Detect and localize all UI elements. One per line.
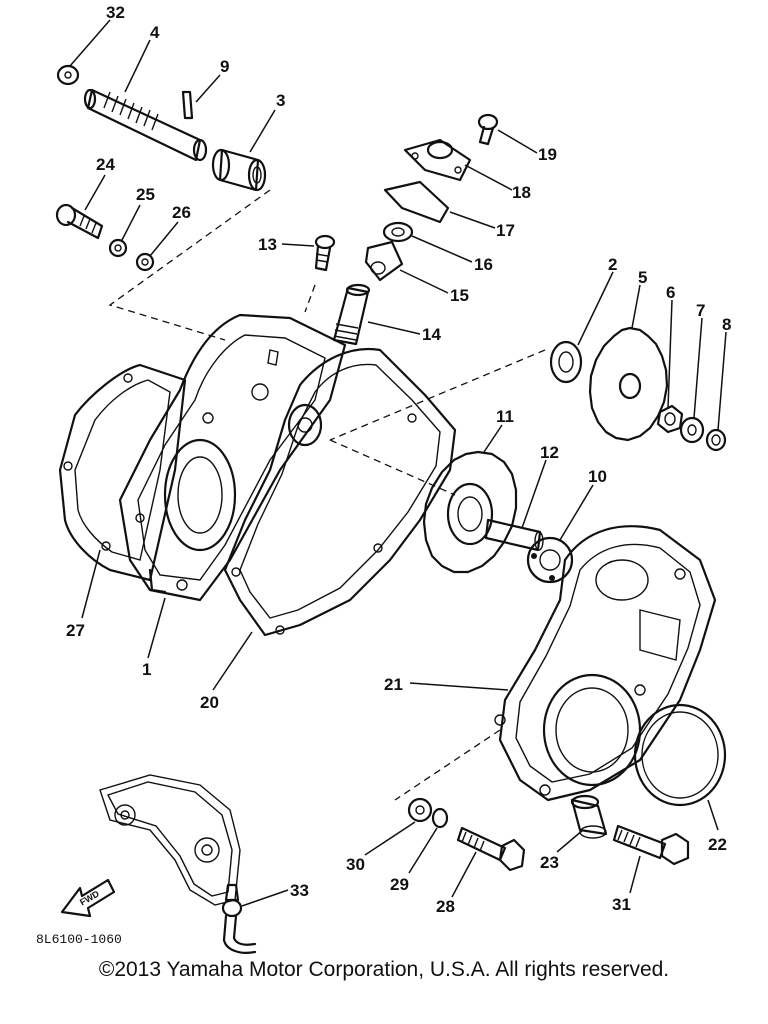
part-housing-inset	[99, 774, 241, 906]
part-gear-case-1	[118, 313, 347, 602]
part-cover-plate-18	[403, 138, 472, 182]
part-bearing-2	[549, 340, 583, 384]
part-lock-washer-8	[705, 428, 727, 452]
callout-5: 5	[638, 268, 647, 287]
part-washer-30	[407, 797, 433, 823]
callout-labels: 32 4 9 3 24 25 26 13 19 18 17 16 15 14 2…	[36, 3, 731, 947]
fwd-arrow-icon: FWD	[60, 878, 116, 918]
part-cover-21	[494, 525, 717, 802]
callout-7: 7	[696, 301, 705, 320]
callout-17: 17	[496, 221, 515, 240]
callout-9: 9	[220, 57, 229, 76]
part-pin-9	[181, 90, 194, 120]
callout-4: 4	[150, 23, 160, 42]
callout-10: 10	[588, 467, 607, 486]
part-bushing-15	[364, 240, 404, 282]
callout-28: 28	[436, 897, 455, 916]
part-gear-11	[422, 450, 518, 574]
reference-code: 8L6100-1060	[36, 932, 122, 947]
callout-27: 27	[66, 621, 85, 640]
part-gasket-27	[58, 363, 187, 582]
callout-19: 19	[538, 145, 557, 164]
part-fitting-33	[221, 883, 257, 954]
callout-26: 26	[172, 203, 191, 222]
callout-16: 16	[474, 255, 493, 274]
callout-12: 12	[540, 443, 559, 462]
part-collar-23	[570, 794, 608, 839]
callout-2: 2	[608, 255, 617, 274]
callout-14: 14	[422, 325, 441, 344]
callout-31: 31	[612, 895, 631, 914]
leader-lines	[69, 19, 727, 907]
part-bolt-31	[612, 824, 690, 866]
part-gasket-20	[223, 347, 457, 637]
part-gear-5	[588, 326, 669, 442]
part-driven-shaft-14	[332, 283, 371, 346]
callout-1: 1	[142, 660, 151, 679]
callout-18: 18	[512, 183, 531, 202]
part-lock-washer-29	[431, 807, 449, 829]
part-washer-7	[679, 416, 705, 444]
part-oil-seal-16	[382, 221, 414, 243]
part-o-ring-22	[633, 703, 727, 807]
callout-24: 24	[96, 155, 115, 174]
part-nut-6	[656, 404, 684, 434]
callout-15: 15	[450, 286, 469, 305]
callout-30: 30	[346, 855, 365, 874]
callout-8: 8	[722, 315, 731, 334]
callout-25: 25	[136, 185, 155, 204]
part-washer-26	[135, 252, 155, 272]
callout-11: 11	[496, 407, 514, 426]
part-bolt-24	[55, 203, 104, 240]
part-gasket-17	[383, 180, 450, 224]
part-washer-25	[108, 238, 128, 258]
callout-21: 21	[384, 675, 403, 694]
callout-23: 23	[540, 853, 559, 872]
copyright-notice: ©2013 Yamaha Motor Corporation, U.S.A. A…	[98, 958, 670, 981]
callout-13: 13	[258, 235, 277, 254]
part-bushing-3	[211, 148, 267, 192]
callout-20: 20	[200, 693, 219, 712]
part-screw-19	[477, 113, 499, 146]
part-screw-13	[314, 234, 336, 272]
callout-6: 6	[666, 283, 675, 302]
callout-29: 29	[390, 875, 409, 894]
callout-3: 3	[276, 91, 285, 110]
part-bolt-28	[456, 826, 526, 872]
callout-33: 33	[290, 881, 309, 900]
part-worm-shaft-4	[83, 88, 208, 162]
part-washer-32	[56, 64, 80, 86]
alignment-lines	[108, 189, 546, 801]
part-bearing-10	[526, 536, 574, 584]
callout-22: 22	[708, 835, 727, 854]
callout-32: 32	[106, 3, 125, 22]
